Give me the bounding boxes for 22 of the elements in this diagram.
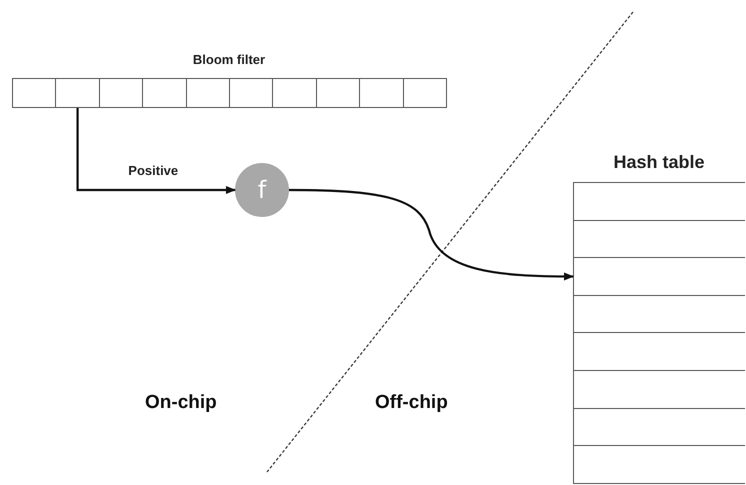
- edge-label: Positive: [126, 163, 180, 178]
- heading: Hash table: [612, 152, 706, 173]
- region-label: On-chip: [145, 392, 217, 414]
- arrow: [289, 188, 574, 280]
- heading: Bloom filter: [192, 52, 266, 67]
- table-row: [573, 445, 745, 484]
- filter-cell: [272, 78, 317, 108]
- filter-cell: [359, 78, 404, 108]
- filter-cell: [316, 78, 360, 108]
- filter-cell: [229, 78, 274, 108]
- filter-cell: [55, 78, 100, 108]
- hash-table: [573, 152, 745, 485]
- table-row: [573, 182, 745, 221]
- hash-function-circle: [235, 163, 289, 217]
- region-label: Off-chip: [375, 392, 448, 414]
- filter-cell: [186, 78, 230, 108]
- filter-cell: [12, 78, 56, 108]
- filter-cell: [142, 78, 187, 108]
- function-symbol: f: [258, 176, 266, 204]
- filter-cell: [402, 78, 447, 108]
- arrow: [76, 108, 236, 194]
- filter-cell: [98, 78, 144, 108]
